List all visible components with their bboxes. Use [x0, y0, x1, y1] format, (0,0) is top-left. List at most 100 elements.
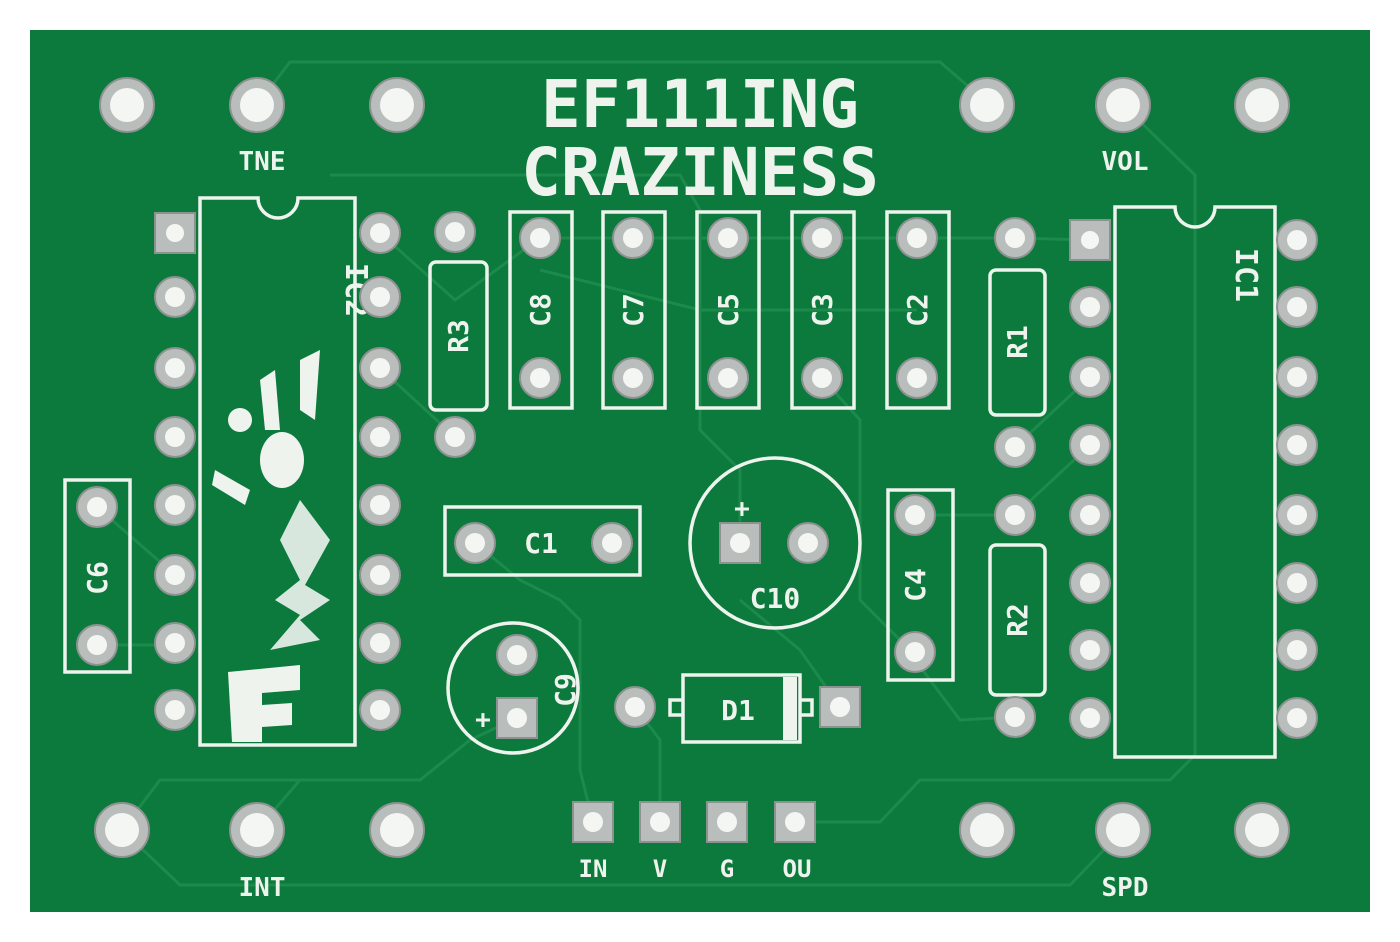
c9-pad: [496, 634, 538, 676]
capacitor-pad: [801, 357, 843, 399]
capacitor-pad: [519, 357, 561, 399]
ic1-pin: [1069, 424, 1111, 466]
label-r2: R2: [1001, 603, 1034, 637]
c9-pad: [496, 697, 538, 739]
io-header: IN V G OU: [579, 855, 812, 883]
dip-pins: [154, 212, 1318, 739]
label-d1: D1: [721, 694, 755, 727]
c4-pad: [894, 631, 936, 673]
label-output: OU: [783, 855, 812, 883]
label-tone: TNE: [239, 147, 286, 177]
label-c10: C10: [750, 582, 801, 615]
ic2-pin: [359, 212, 401, 254]
d1-pad: [819, 686, 861, 728]
resistors: R3 R1 R2: [428, 260, 1047, 697]
c6-pad: [76, 486, 118, 528]
ic1-pin: [1069, 697, 1111, 739]
label-voltage: V: [653, 855, 667, 883]
ic2-pin: [154, 622, 196, 664]
ic2-pin: [154, 276, 196, 318]
header-pad: [572, 801, 614, 843]
ic2-pin: [359, 554, 401, 596]
label-c5: C5: [712, 293, 745, 327]
mount-holes: [94, 77, 1290, 858]
c6-pad: [76, 624, 118, 666]
ic2-pin: [154, 416, 196, 458]
d1-pad: [614, 686, 656, 728]
ic1-pin: [1276, 356, 1318, 398]
header-pad: [774, 801, 816, 843]
label-r1: R1: [1001, 325, 1034, 359]
label-c2: C2: [901, 293, 934, 327]
ic1-pin: [1276, 219, 1318, 261]
pot-volume-pads: [959, 77, 1290, 133]
ic2-pin: [359, 484, 401, 526]
r1-pad: [994, 217, 1036, 259]
capacitor-pad: [801, 217, 843, 259]
ic1-pin: [1069, 356, 1111, 398]
ic2-pin: [359, 622, 401, 664]
header-pad: [639, 801, 681, 843]
r3-pad: [434, 416, 476, 458]
ic2-pin: [154, 689, 196, 731]
ic1-pin: [1276, 562, 1318, 604]
label-ic1: IC1: [1228, 248, 1263, 302]
ic1-pin: [1276, 697, 1318, 739]
board-title-line2: CRAZINESS: [521, 134, 879, 211]
ic2-pin: [359, 689, 401, 731]
ic1-pin: [1276, 424, 1318, 466]
ic1-pin: [1276, 286, 1318, 328]
capacitor-pad: [896, 217, 938, 259]
r1-pad: [994, 426, 1036, 468]
capacitor-pad: [612, 357, 654, 399]
c10-pad: [719, 522, 761, 564]
ic2-pin: [359, 347, 401, 389]
c9-plus-mark: +: [475, 705, 491, 735]
pot-tone-pads: [99, 77, 425, 133]
pot-speed-pads: [959, 802, 1290, 858]
c10-plus-mark: +: [734, 494, 750, 524]
film-capacitors: C8 C7 C5 C3 C2 C4 C6 C1: [63, 210, 955, 682]
label-c3: C3: [806, 293, 839, 327]
ic1-footprint: IC1: [1069, 205, 1277, 759]
r2-pad: [994, 696, 1036, 738]
ic2-pin: [154, 347, 196, 389]
capacitor-pad: [519, 217, 561, 259]
header-pad: [706, 801, 748, 843]
label-speed: SPD: [1102, 873, 1149, 903]
ic2-pin: [359, 416, 401, 458]
pcb-board: [30, 30, 1370, 912]
pot-intensity-pads: [94, 802, 425, 858]
ic1-pin: [1069, 286, 1111, 328]
capacitor-pad: [707, 357, 749, 399]
ic2-pin: [359, 276, 401, 318]
ic1-pin: [1276, 494, 1318, 536]
label-ground: G: [720, 855, 734, 883]
label-c7: C7: [617, 293, 650, 327]
label-c8: C8: [524, 293, 557, 327]
label-c9: C9: [549, 673, 582, 707]
capacitor-pad: [612, 217, 654, 259]
c1-pad: [454, 522, 496, 564]
ic2-footprint: IC2: [154, 196, 373, 747]
label-intensity: INT: [239, 873, 286, 903]
capacitor-pad: [707, 217, 749, 259]
ic2-pins: [154, 212, 196, 254]
fuzzdog-logo: [212, 350, 330, 742]
c4-pad: [894, 494, 936, 536]
component-pads: [76, 211, 1036, 843]
diode-d1: D1: [668, 673, 814, 744]
board-title-line1: EF111ING: [541, 66, 859, 143]
ic1-pin: [1069, 562, 1111, 604]
r2-pad: [994, 494, 1036, 536]
title: EF111ING CRAZINESS: [521, 66, 879, 211]
ic1-pin: [1069, 629, 1111, 671]
label-r3: R3: [442, 319, 475, 353]
capacitor-pad: [896, 357, 938, 399]
ic2-pin: [154, 484, 196, 526]
label-input: IN: [579, 855, 608, 883]
ic2-pin: [154, 554, 196, 596]
ic1-pin: [1276, 629, 1318, 671]
label-c4: C4: [899, 568, 932, 602]
